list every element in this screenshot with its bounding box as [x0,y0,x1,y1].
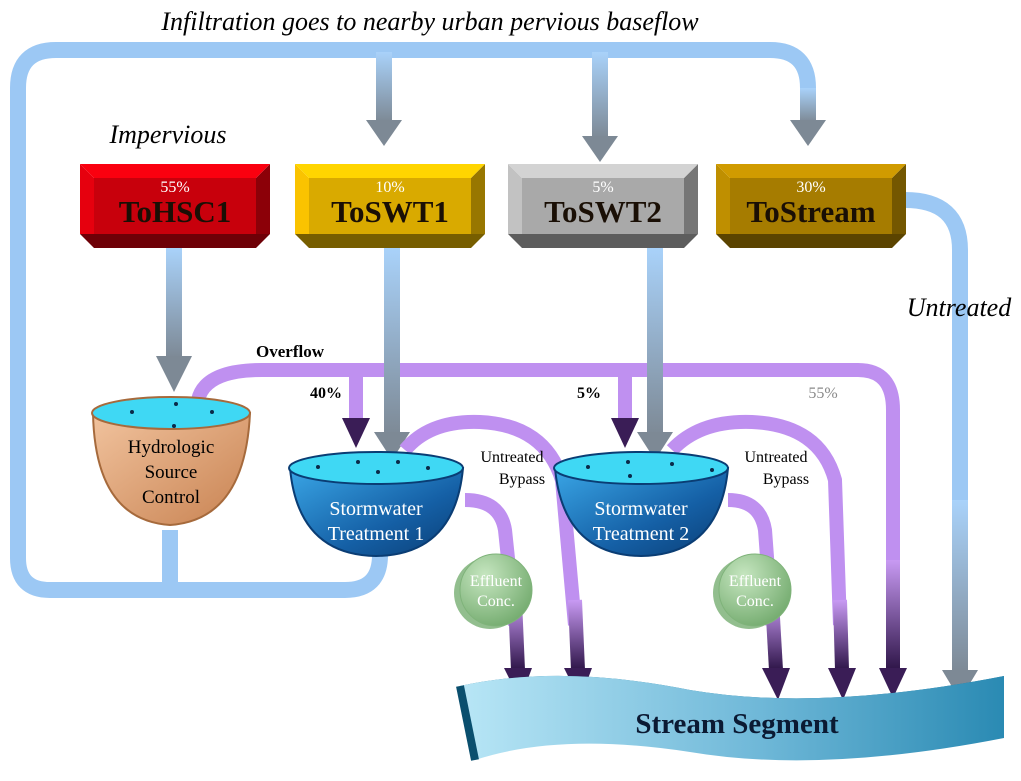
box-toswt2-top [508,164,698,178]
box-tohsc1-percent: 55% [160,179,189,196]
bypass-2-line-2: Bypass [763,471,809,488]
stream-segment-label: Stream Segment [635,708,839,740]
effluent-1-line-1: Effluent [470,573,523,590]
arrow-swt1 [374,432,410,460]
box-toswt2-left [508,164,522,234]
box-flow-arrows [156,248,673,460]
box-tostream-right [892,164,906,234]
box-toswt1-percent: 10% [375,179,404,196]
box-tostream-percent: 30% [796,179,825,196]
arrow-swt2 [637,432,673,460]
overflow-arrow-swt2 [611,418,639,448]
stormwater-treatment-1: Stormwater Treatment 1 [288,451,465,558]
stream-segment: Stream Segment [456,675,1004,761]
overflow-arrow-stream [879,668,907,698]
bypass-2-line-1: Untreated [744,449,807,466]
effluent-arrow-2 [762,668,790,700]
hsc-label-line-1: Hydrologic [128,437,215,458]
box-tohsc1: 55%ToHSC1 [80,164,270,248]
hsc-label-line-3: Control [142,487,200,508]
impervious-label: Impervious [109,120,227,149]
box-toswt1-right [471,164,485,234]
box-toswt2-label: ToSWT2 [544,194,662,229]
overflow-pipe [191,363,900,650]
overflow-split-stream: 55% [808,385,837,402]
hsc-label-line-2: Source [145,462,198,483]
box-tostream: 30%ToStream [716,164,906,248]
box-tohsc1-label: ToHSC1 [119,194,232,229]
arrow-head-toswt2 [582,136,618,162]
arrow-head-toswt1 [366,120,402,146]
untreated-label: Untreated [907,293,1012,322]
box-toswt1-top [295,164,485,178]
box-toswt1: 10%ToSWT1 [295,164,485,248]
swt1-label-line-1: Stormwater [329,498,423,520]
box-toswt1-left [295,164,309,234]
box-toswt2-right [684,164,698,234]
hydrologic-source-control: Hydrologic Source Control [91,396,252,527]
box-tohsc1-left [80,164,94,234]
box-toswt1-bottom [295,234,485,248]
hsc-water [91,396,251,430]
overflow-arrow-swt1 [342,418,370,448]
box-tostream-top [716,164,906,178]
box-toswt2-front [522,178,684,234]
box-tohsc1-front [94,178,256,234]
effluent-conc-2: Effluent Conc. [713,553,792,629]
bypass-1-line-2: Bypass [499,471,545,488]
effluent-1-line-2: Conc. [477,593,515,610]
box-tohsc1-bottom [80,234,270,248]
box-tohsc1-right [256,164,270,234]
box-tostream-label: ToStream [746,194,875,229]
swt1-water [288,451,464,485]
effluent-2-line-2: Conc. [736,593,774,610]
swt2-label-line-2: Treatment 2 [593,523,689,545]
box-tostream-bottom [716,234,906,248]
effluent-2-line-1: Effluent [729,573,782,590]
effluent-conc-1: Effluent Conc. [454,553,533,629]
untreated-pipe [904,192,978,700]
arrow-head-tostream [790,120,826,146]
box-tostream-front [730,178,892,234]
diagram-title: Infiltration goes to nearby urban pervio… [160,7,699,36]
swt2-water [553,451,729,485]
stormwater-treatment-2: Stormwater Treatment 2 [553,451,730,558]
infiltration-drop-arrows [366,52,826,162]
arrow-hsc [156,356,192,392]
box-toswt2: 5%ToSWT2 [508,164,698,248]
overflow-drop-arrows [342,418,907,698]
overflow-label: Overflow [256,342,325,361]
swt1-label-line-2: Treatment 1 [328,523,424,545]
bypass-swt2 [666,414,849,671]
box-toswt2-bottom [508,234,698,248]
overflow-split-swt2: 5% [577,385,601,402]
swt2-label-line-1: Stormwater [594,498,688,520]
box-toswt2-percent: 5% [592,179,613,196]
box-toswt1-label: ToSWT1 [331,194,449,229]
box-tohsc1-top [80,164,270,178]
overflow-split-swt1: 40% [310,385,342,402]
bypass-arrow-2 [828,668,856,700]
bypass-1-line-1: Untreated [480,449,543,466]
box-toswt1-front [309,178,471,234]
box-tostream-left [716,164,730,234]
